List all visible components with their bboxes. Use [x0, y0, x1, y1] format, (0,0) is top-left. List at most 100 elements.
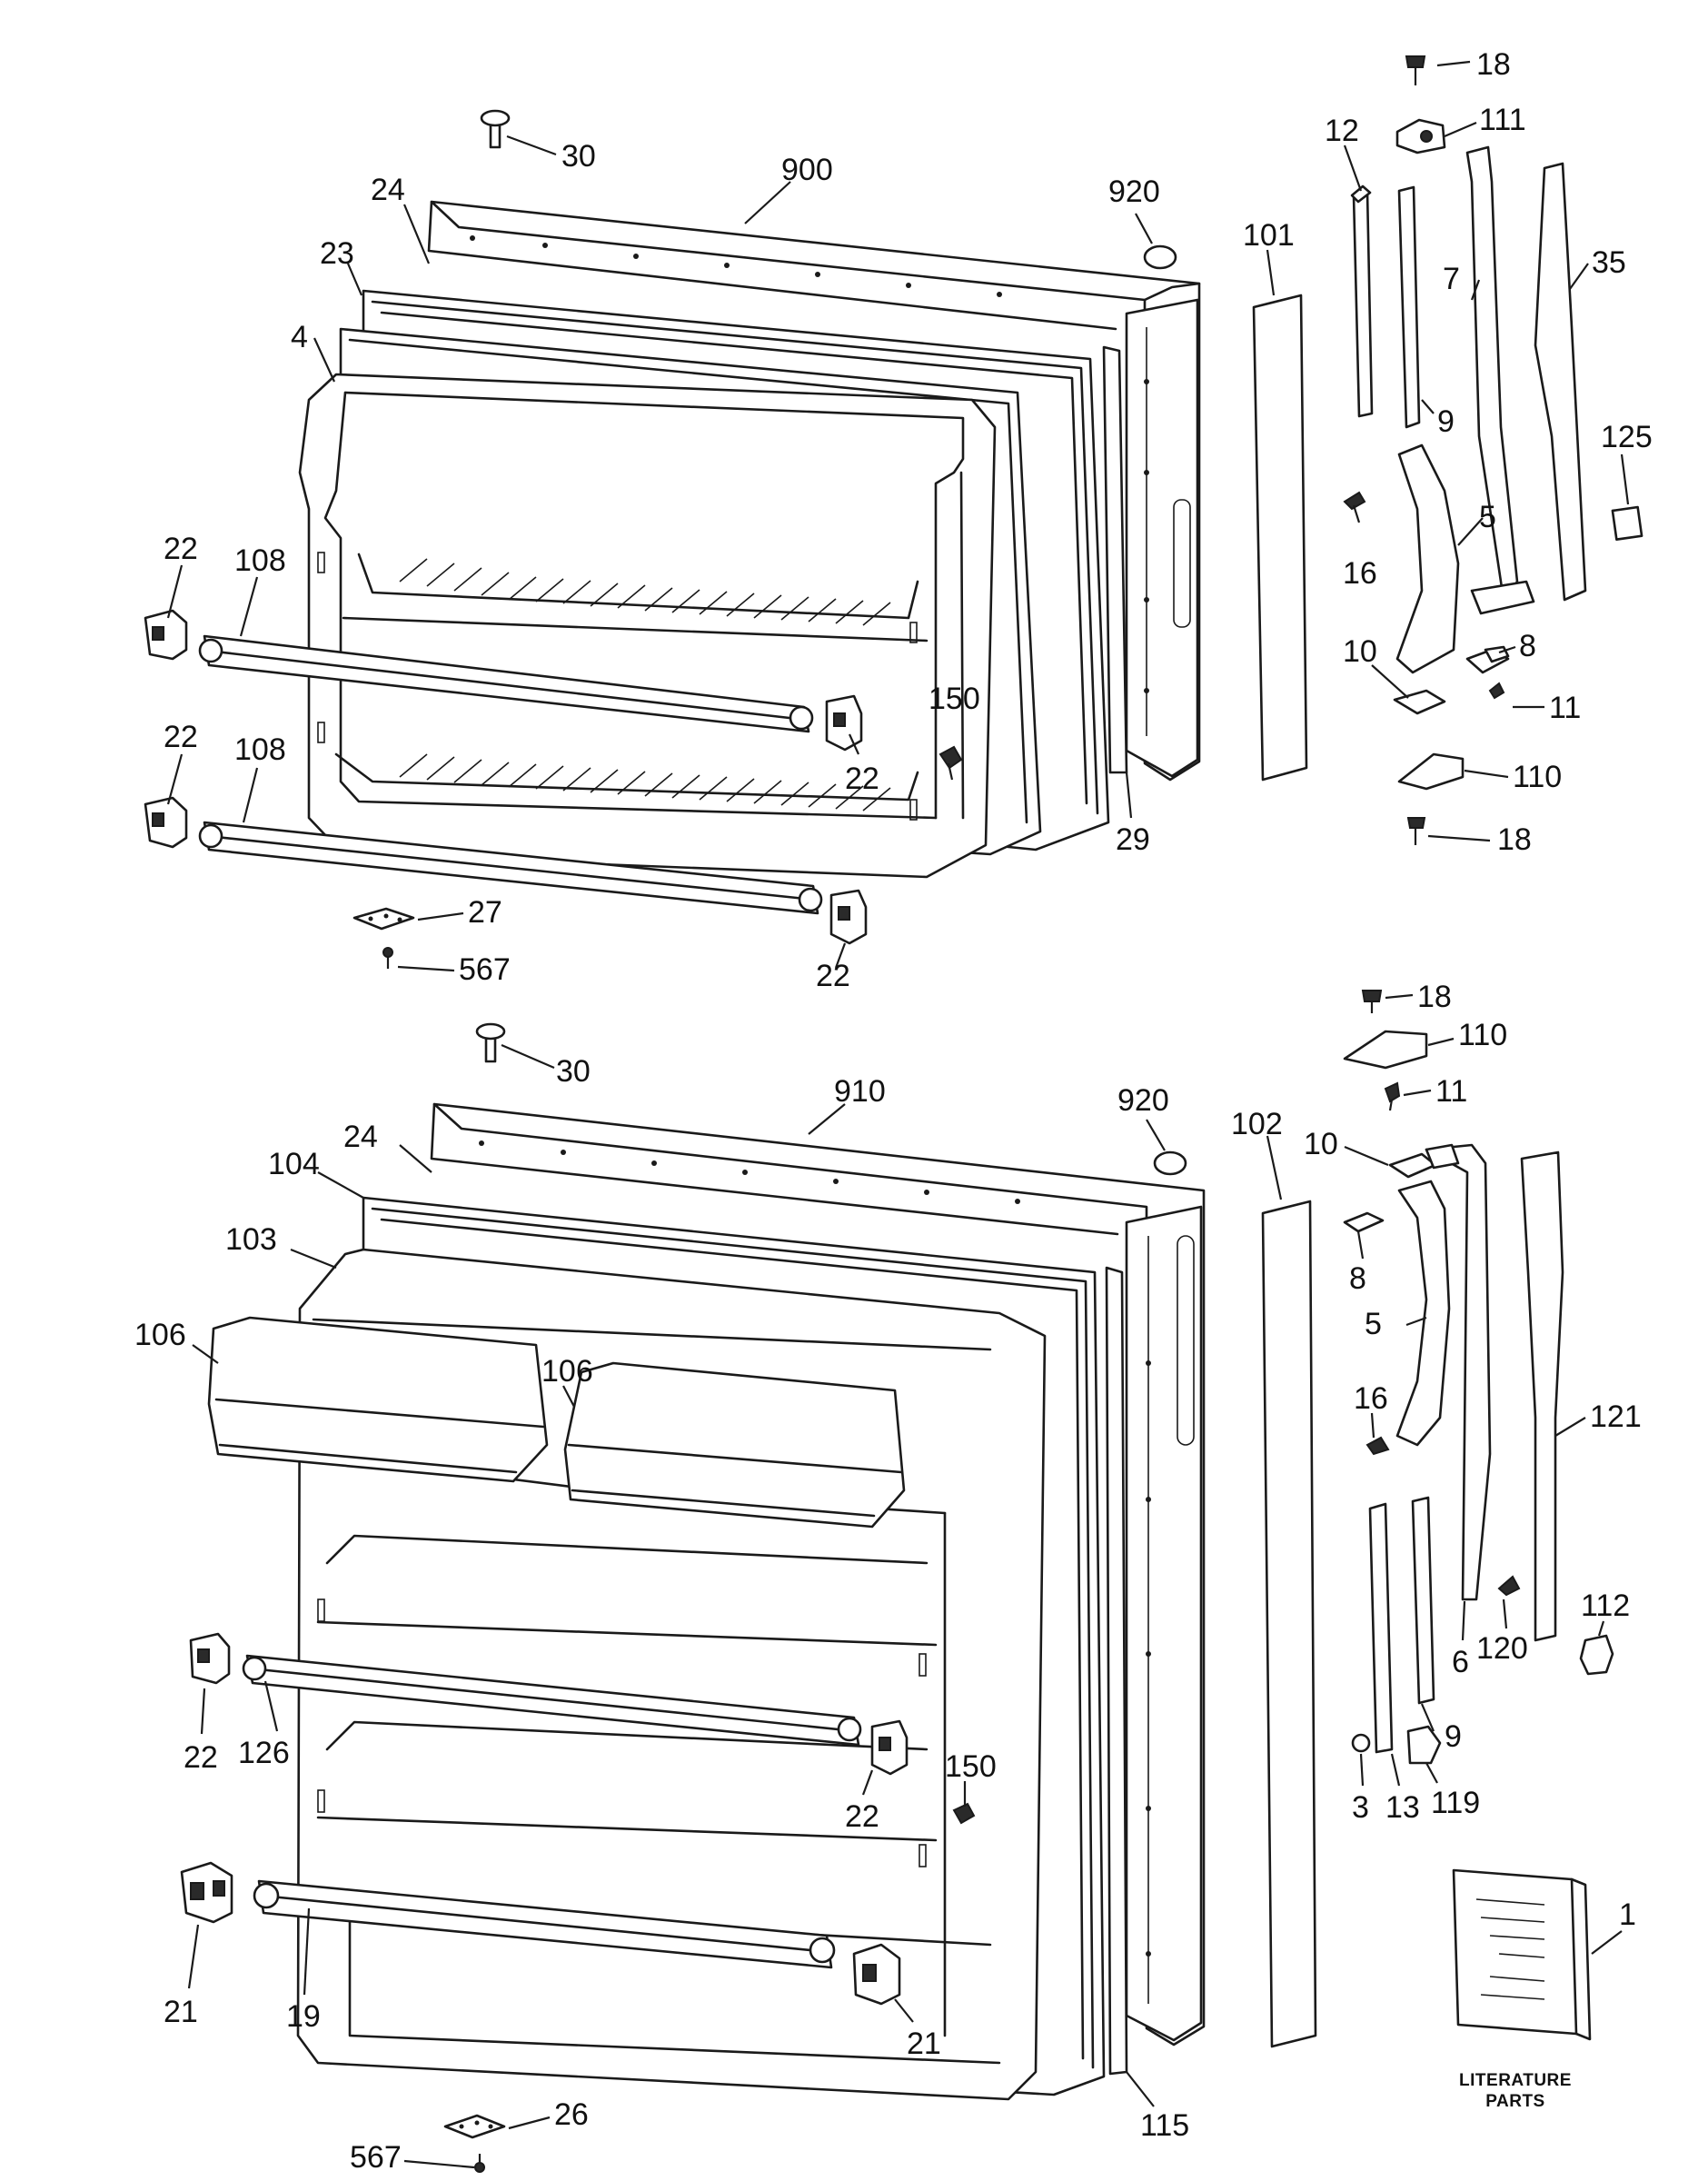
label-108-b: 108 — [234, 732, 286, 767]
label-567-top: 567 — [459, 952, 511, 987]
label-920-bottom: 920 — [1117, 1083, 1169, 1118]
bottom-leader-lines — [187, 993, 1623, 2169]
label-126: 126 — [238, 1736, 290, 1770]
butter-compartment-106-left — [207, 1316, 549, 1483]
label-18-bottom: 18 — [1417, 980, 1452, 1014]
label-4: 4 — [291, 320, 308, 354]
screw-567-top — [382, 947, 393, 969]
label-18-top-lower: 18 — [1497, 822, 1532, 857]
label-125: 125 — [1601, 420, 1653, 454]
label-121: 121 — [1590, 1399, 1642, 1434]
label-11-bottom: 11 — [1435, 1074, 1467, 1109]
label-111: 111 — [1479, 103, 1526, 137]
label-9-top: 9 — [1437, 404, 1455, 439]
label-6: 6 — [1452, 1645, 1469, 1679]
shelf-bar-19 — [253, 1879, 836, 1969]
shelf-bar-108-lower — [198, 821, 823, 915]
outer-door-panel-900 — [427, 200, 1201, 782]
shelf-end-cap-22b — [825, 694, 863, 752]
label-29: 29 — [1116, 822, 1150, 857]
freezer-hinge-hardware — [1343, 55, 1643, 845]
shelf-end-cap-22a — [144, 609, 188, 661]
label-106-right: 106 — [541, 1354, 593, 1389]
screw-567-bottom — [474, 2154, 485, 2173]
label-1: 1 — [1619, 1897, 1636, 1932]
screw-150-top — [938, 745, 963, 781]
label-26: 26 — [554, 2097, 589, 2132]
label-115: 115 — [1140, 2108, 1189, 2143]
label-13: 13 — [1385, 1790, 1420, 1825]
fresh-food-hinge-hardware — [1343, 990, 1614, 2041]
shelf-bar-108-upper — [198, 634, 814, 733]
bottom-part-labels: 18 30 110 910 11 920 102 24 10 104 8 103… — [134, 980, 1642, 2175]
button-plug-920-top — [1143, 244, 1177, 270]
freezer-inner-liner-4 — [298, 373, 997, 879]
label-24-top: 24 — [371, 173, 405, 207]
label-19: 19 — [286, 1999, 321, 2034]
label-7: 7 — [1443, 262, 1460, 296]
shelf-end-cap-21-right — [852, 1943, 901, 2006]
hinge-cover-27 — [353, 907, 415, 931]
gasket-strip-29 — [1102, 345, 1128, 774]
label-102: 102 — [1231, 1107, 1283, 1141]
shelf-end-cap-22d — [829, 889, 868, 945]
hinge-cover-26 — [443, 2114, 506, 2139]
label-27: 27 — [468, 895, 502, 930]
shelf-end-cap-22-bottom-a — [189, 1632, 231, 1685]
shelf-end-cap-22-bottom-b — [870, 1719, 909, 1776]
label-106-left: 106 — [134, 1318, 186, 1352]
label-8-bottom: 8 — [1349, 1261, 1366, 1296]
label-30-bottom: 30 — [556, 1054, 591, 1089]
top-part-labels: 18 111 30 12 900 920 24 101 7 35 23 9 4 … — [164, 47, 1653, 993]
shelf-end-cap-22c — [144, 796, 188, 849]
label-567-bottom: 567 — [350, 2140, 402, 2175]
label-12: 12 — [1325, 114, 1359, 148]
shelf-ridges-lower — [399, 753, 891, 812]
label-103: 103 — [225, 1222, 277, 1257]
shelf-end-cap-21-left — [180, 1861, 233, 1924]
label-16-bottom: 16 — [1354, 1381, 1388, 1416]
label-119: 119 — [1431, 1786, 1480, 1820]
button-plug-920-bottom — [1153, 1150, 1187, 1176]
shelf-ridges-upper — [399, 558, 891, 626]
label-9-bottom: 9 — [1445, 1719, 1462, 1754]
label-3: 3 — [1352, 1790, 1369, 1825]
label-920-top: 920 — [1108, 174, 1160, 209]
label-18-top: 18 — [1476, 47, 1511, 82]
label-910: 910 — [834, 1074, 886, 1109]
label-22-c: 22 — [164, 720, 198, 754]
label-30-top: 30 — [561, 139, 596, 174]
label-150-bottom: 150 — [945, 1749, 997, 1784]
label-24-bottom: 24 — [343, 1120, 378, 1154]
label-16-top: 16 — [1343, 556, 1377, 591]
fresh-food-door-assembly: 18 30 110 910 11 920 102 24 10 104 8 103… — [134, 980, 1642, 2175]
label-108-a: 108 — [234, 543, 286, 578]
label-35: 35 — [1592, 245, 1626, 280]
butter-compartment-106-right — [563, 1361, 906, 1529]
label-21-left: 21 — [164, 1995, 198, 2029]
label-22-bottom-b: 22 — [845, 1799, 879, 1834]
label-900: 900 — [781, 153, 833, 187]
label-11-top: 11 — [1549, 691, 1581, 725]
label-5-bottom: 5 — [1365, 1307, 1382, 1341]
label-8-top: 8 — [1519, 629, 1536, 663]
label-22-d: 22 — [816, 959, 850, 993]
label-10-top: 10 — [1343, 634, 1377, 669]
outer-door-panel-910 — [430, 1102, 1206, 2047]
breaker-strip-102 — [1261, 1200, 1317, 2048]
literature-parts-label-line1: LITERATURE — [1459, 2071, 1572, 2090]
plug-30-bottom — [475, 1022, 506, 1063]
label-112: 112 — [1581, 1588, 1630, 1623]
label-22-b: 22 — [845, 762, 879, 796]
label-110-bottom: 110 — [1458, 1018, 1507, 1052]
shelf-bar-126 — [242, 1654, 862, 1747]
screw-150-bottom — [952, 1781, 976, 1825]
label-120: 120 — [1476, 1631, 1528, 1666]
top-leader-lines — [166, 60, 1630, 972]
freezer-door-assembly: 18 111 30 12 900 920 24 101 7 35 23 9 4 … — [144, 47, 1653, 993]
label-110-top: 110 — [1513, 760, 1562, 794]
label-22-a: 22 — [164, 532, 198, 566]
plug-30-top — [480, 109, 511, 149]
label-23: 23 — [320, 236, 354, 271]
